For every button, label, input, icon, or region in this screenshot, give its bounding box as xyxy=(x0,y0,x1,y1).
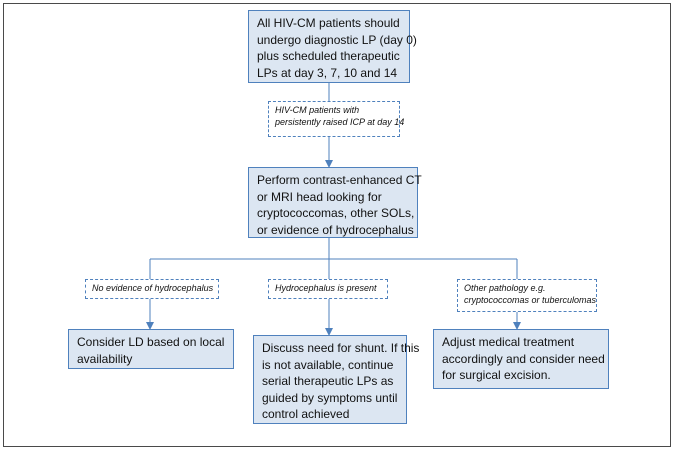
action-line: Adjust medical treatment xyxy=(442,335,575,349)
condition-line: cryptococcomas or tuberculomas xyxy=(464,295,597,305)
action-line: guided by symptoms until xyxy=(262,390,398,405)
start-box-line: All HIV-CM patients should xyxy=(257,16,400,30)
condition-line: HIV-CM patients with xyxy=(275,105,360,115)
action-line: accordingly and consider need xyxy=(442,351,605,366)
condition-line: No evidence of hydrocephalus xyxy=(92,283,214,293)
start-box-line: LPs at day 3, 7, 10 and 14 xyxy=(257,65,398,80)
condition-raised-icp: HIV-CM patients with persistently raised… xyxy=(268,101,405,137)
imaging-box: Perform contrast-enhanced CT or MRI head… xyxy=(248,167,422,238)
start-box-line: undergo diagnostic LP (day 0) xyxy=(257,32,417,47)
condition-line: Other pathology e.g. xyxy=(464,283,546,293)
condition-line: Hydrocephalus is present xyxy=(275,283,377,293)
imaging-box-line: or MRI head looking for xyxy=(257,189,382,204)
action-adjust-treatment: Adjust medical treatment accordingly and… xyxy=(433,329,609,389)
condition-other-pathology: Other pathology e.g. cryptococcomas or t… xyxy=(457,279,597,312)
condition-hydrocephalus-present: Hydrocephalus is present xyxy=(268,279,388,299)
action-line: control achieved xyxy=(262,407,350,421)
action-consider-ld: Consider LD based on local availability xyxy=(68,329,234,369)
imaging-box-line: Perform contrast-enhanced CT xyxy=(257,173,422,187)
action-discuss-shunt: Discuss need for shunt. If this is not a… xyxy=(253,335,420,424)
condition-no-hydrocephalus: No evidence of hydrocephalus xyxy=(85,279,219,299)
action-line: availability xyxy=(77,351,133,366)
action-line: for surgical excision. xyxy=(442,368,551,382)
action-line: Discuss need for shunt. If this xyxy=(262,341,420,355)
start-box-line: plus scheduled therapeutic xyxy=(257,49,400,63)
imaging-box-line: or evidence of hydrocephalus xyxy=(257,222,414,237)
action-line: is not available, continue xyxy=(262,357,394,372)
start-box: All HIV-CM patients should undergo diagn… xyxy=(248,10,417,83)
condition-line: persistently raised ICP at day 14 xyxy=(275,117,405,127)
action-line: Consider LD based on local xyxy=(77,335,225,349)
figure-frame xyxy=(3,3,671,447)
imaging-box-line: cryptococcomas, other SOLs, xyxy=(257,206,415,220)
action-line: serial therapeutic LPs as xyxy=(262,374,394,388)
